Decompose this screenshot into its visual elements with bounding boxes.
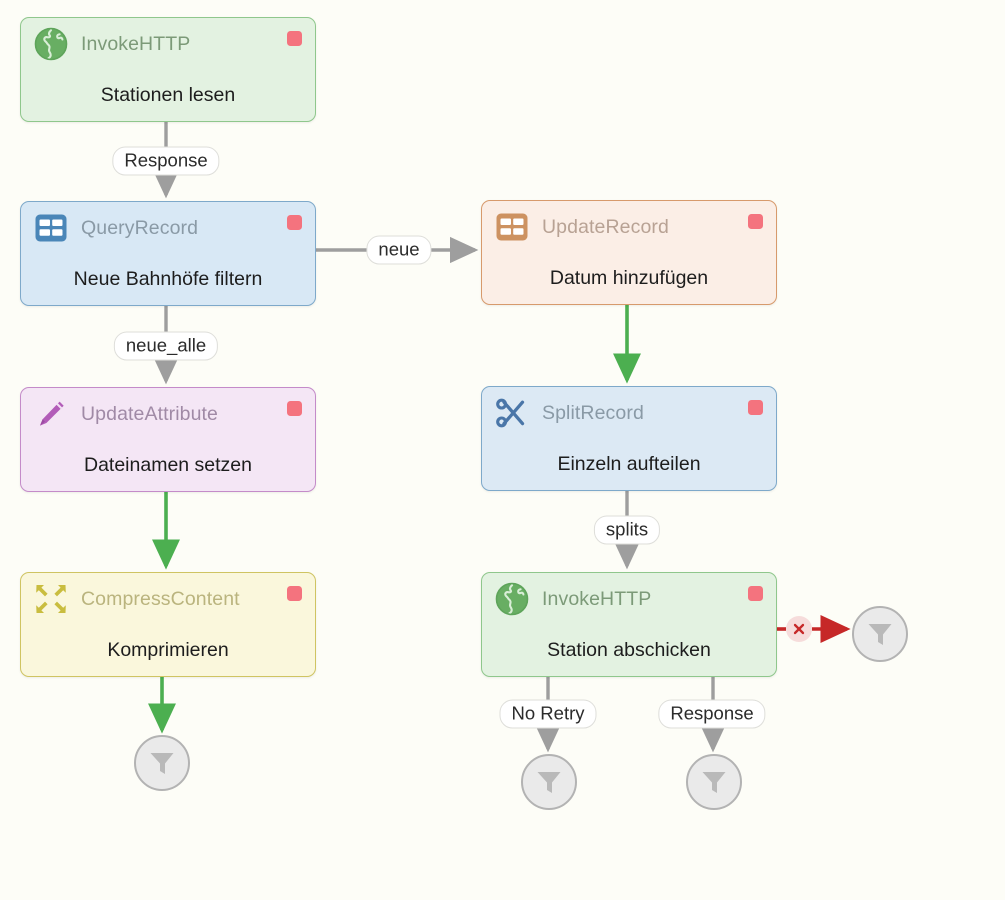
error-x-icon[interactable]: [786, 616, 812, 642]
funnel-response[interactable]: [686, 754, 742, 810]
status-stopped-icon[interactable]: [748, 214, 763, 229]
node-header: UpdateAttribute: [21, 388, 315, 440]
status-stopped-icon[interactable]: [287, 215, 302, 230]
edge-label-no-retry[interactable]: No Retry: [499, 699, 597, 729]
funnel-failure[interactable]: [852, 606, 908, 662]
edge-label-splits[interactable]: splits: [593, 515, 661, 545]
edge-label-neue-alle[interactable]: neue_alle: [113, 331, 219, 361]
scissors-icon: [496, 398, 525, 428]
globe-icon: [34, 27, 68, 61]
processor-node-splitrecord-einzeln-aufteilen[interactable]: SplitRecord Einzeln aufteilen: [481, 386, 777, 491]
node-name-label: Einzeln aufteilen: [557, 453, 701, 475]
node-name-label: Neue Bahnhöfe filtern: [73, 268, 263, 290]
globe-icon: [495, 582, 529, 616]
node-header: InvokeHTTP: [21, 18, 315, 70]
node-header: QueryRecord: [21, 202, 315, 254]
node-header: UpdateRecord: [482, 201, 776, 253]
pencil-icon: [40, 401, 64, 426]
edge-label-neue[interactable]: neue: [366, 235, 432, 265]
node-name-label: Stationen lesen: [100, 84, 236, 106]
status-stopped-icon[interactable]: [287, 586, 302, 601]
processor-node-compresscontent-komprimieren[interactable]: CompressContent Komprimieren: [20, 572, 316, 677]
funnel-icon: [702, 772, 726, 793]
node-type-label: InvokeHTTP: [542, 587, 652, 610]
node-header: SplitRecord: [482, 387, 776, 439]
table-icon: [35, 214, 67, 242]
processor-node-updaterecord-datum-hinzufuegen[interactable]: UpdateRecord Datum hinzufügen: [481, 200, 777, 305]
node-header: CompressContent: [21, 573, 315, 625]
node-name-label: Station abschicken: [547, 639, 711, 661]
funnel-no-retry[interactable]: [521, 754, 577, 810]
status-stopped-icon[interactable]: [748, 400, 763, 415]
edge-label-response-2[interactable]: Response: [658, 699, 766, 729]
status-stopped-icon[interactable]: [287, 401, 302, 416]
processor-node-invokehttp-stationen-lesen[interactable]: InvokeHTTP Stationen lesen: [20, 17, 316, 122]
node-name-label: Datum hinzufügen: [549, 267, 709, 289]
table-icon: [496, 213, 528, 241]
node-type-label: InvokeHTTP: [81, 32, 191, 55]
processor-node-updateattribute-dateinamen-setzen[interactable]: UpdateAttribute Dateinamen setzen: [20, 387, 316, 492]
node-type-label: UpdateAttribute: [81, 402, 219, 425]
node-type-label: SplitRecord: [542, 401, 644, 424]
edge-label-response-1[interactable]: Response: [112, 146, 220, 176]
processor-node-invokehttp-station-abschicken[interactable]: InvokeHTTP Station abschicken: [481, 572, 777, 677]
funnel-compress-output[interactable]: [134, 735, 190, 791]
node-type-label: UpdateRecord: [542, 215, 669, 238]
node-header: InvokeHTTP: [482, 573, 776, 625]
status-stopped-icon[interactable]: [287, 31, 302, 46]
processor-node-queryrecord-neue-bahnhoefe-filtern[interactable]: QueryRecord Neue Bahnhöfe filtern: [20, 201, 316, 306]
funnel-icon: [537, 772, 561, 793]
compress-icon: [36, 585, 66, 613]
status-stopped-icon[interactable]: [748, 586, 763, 601]
node-name-label: Komprimieren: [107, 639, 229, 661]
node-type-label: CompressContent: [81, 587, 240, 610]
node-type-label: QueryRecord: [81, 216, 199, 239]
funnel-icon: [868, 624, 892, 645]
node-name-label: Dateinamen setzen: [83, 454, 253, 476]
funnel-icon: [150, 753, 174, 774]
